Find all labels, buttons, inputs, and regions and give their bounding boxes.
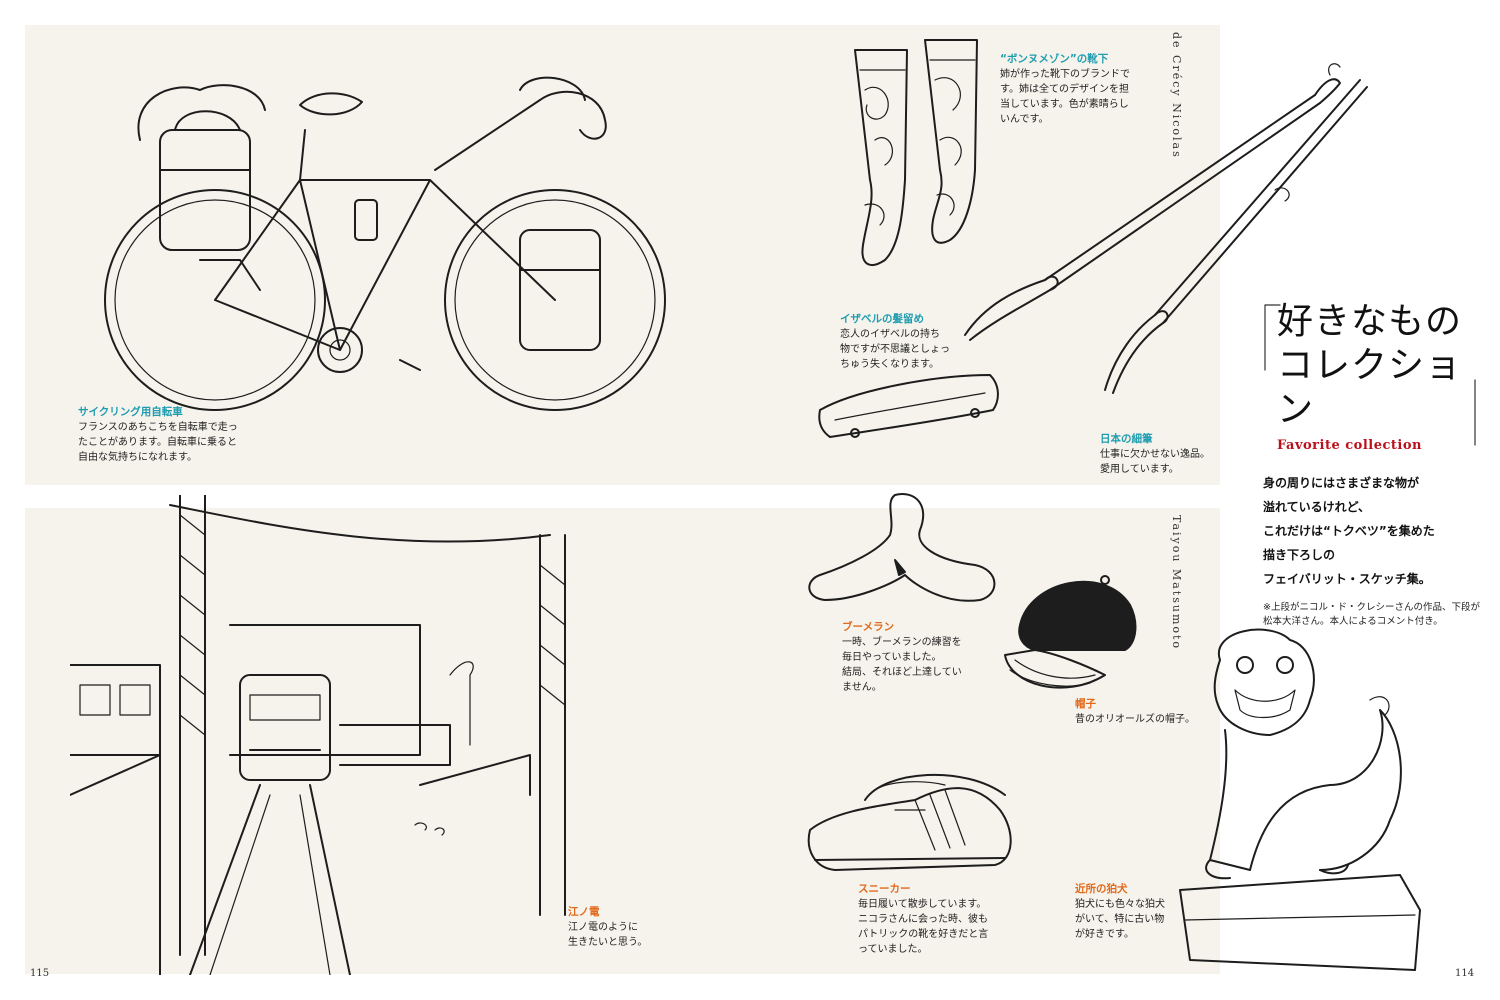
intro-text: 身の周りにはさまざまな物が 溢れているけれど、 これだけは“トクベツ”を集めた …: [1263, 471, 1485, 591]
caption-title: イザベルの髪留め: [840, 313, 924, 325]
bicycle-caption: サイクリング用自転車 フランスのあちこちを自転車で走っ たことがあります。自転車…: [78, 405, 238, 465]
socks-caption: “ボンヌメゾン”の靴下 姉が作った靴下のブランドで す。姉は全てのデザインを担 …: [1000, 52, 1130, 127]
title-block: 好きなもの コレクション Favorite collection 身の周りにはさ…: [1245, 300, 1485, 629]
caption-title: “ボンヌメゾン”の靴下: [1000, 53, 1109, 65]
artist-name-top: de Crécy Nicolas: [1170, 32, 1183, 159]
caption-line: フランスのあちこちを自転車で走っ: [78, 422, 238, 433]
cap-caption: 帽子 昔のオリオールズの帽子。: [1075, 697, 1195, 727]
socks-illustration: [854, 39, 978, 266]
page-number-right: 114: [1455, 968, 1475, 979]
caption-line: パトリックの靴を好きだと言: [858, 929, 989, 940]
bicycle-illustration: [104, 76, 666, 411]
sneaker-illustration: [807, 773, 1012, 871]
boomerang-illustration: [808, 493, 996, 602]
brush-caption: 日本の細筆 仕事に欠かせない逸品。 愛用しています。: [1100, 432, 1210, 477]
page-number-left: 115: [30, 968, 50, 979]
intro-line: 描き下ろしの: [1263, 548, 1336, 562]
title-line: 好きなもの: [1277, 301, 1463, 342]
caption-title: 江ノ電: [568, 906, 600, 918]
caption-line: 当しています。色が素晴らし: [1000, 99, 1129, 110]
sneaker-caption: スニーカー 毎日履いて散歩しています。 ニコラさんに会った時、彼も パトリックの…: [858, 882, 988, 957]
baseball-cap-illustration: [1004, 575, 1137, 689]
caption-line: 毎日履いて散歩しています。: [858, 899, 987, 910]
enoden-train-illustration: [70, 495, 566, 975]
artist-name-line: de Crécy: [1170, 32, 1183, 98]
caption-line: ません。: [842, 682, 882, 693]
caption-title: スニーカー: [858, 883, 911, 895]
brushes-illustration: [964, 63, 1368, 394]
intro-line: 溢れているけれど、: [1263, 500, 1371, 514]
caption-line: 昔のオリオールズの帽子。: [1075, 714, 1195, 725]
bottom-panel: [25, 508, 1220, 974]
caption-line: 仕事に欠かせない逸品。: [1100, 449, 1210, 460]
artist-name-bottom: Taiyou Matsumoto: [1170, 515, 1183, 650]
caption-line: 江ノ電のように: [568, 922, 638, 933]
caption-title: サイクリング用自転車: [78, 406, 183, 418]
note-text: ※上段がニコル・ド・クレシーさんの作品、下段が 松本大洋さん。本人によるコメント…: [1263, 601, 1485, 629]
komainu-lion-dog-illustration: [1179, 628, 1421, 971]
intro-line: フェイバリット・スケッチ集。: [1263, 572, 1431, 586]
caption-line: 狛犬にも色々な狛犬: [1075, 899, 1165, 910]
komainu-caption: 近所の狛犬 狛犬にも色々な狛犬 がいて、特に古い物 が好きです。: [1075, 882, 1165, 942]
caption-line: いんです。: [1000, 114, 1049, 125]
page-subtitle: Favorite collection: [1277, 438, 1422, 453]
caption-line: 一時、ブーメランの練習を: [842, 637, 962, 648]
title-bracket-decoration: [1264, 304, 1476, 446]
caption-title: 帽子: [1075, 698, 1096, 710]
artist-name-line: Taiyou: [1170, 515, 1183, 564]
caption-line: 自由な気持ちになれます。: [78, 452, 197, 463]
boomerang-caption: ブーメラン 一時、ブーメランの練習を 毎日やっていました。 結局、それほど上達し…: [842, 620, 962, 695]
caption-line: 恋人のイザベルの持ち: [840, 329, 940, 340]
intro-line: これだけは“トクベツ”を集めた: [1263, 524, 1435, 538]
title-line: コレクション: [1277, 345, 1463, 430]
caption-line: ちゅう失くなります。: [840, 359, 939, 370]
caption-title: 日本の細筆: [1100, 433, 1153, 445]
hairclip-caption: イザベルの髪留め 恋人のイザベルの持ち 物ですが不思議としょっ ちゅう失くなりま…: [840, 312, 950, 372]
caption-title: 近所の狛犬: [1075, 883, 1128, 895]
caption-line: 結局、それほど上達してい: [842, 667, 962, 678]
page-title: 好きなもの コレクション: [1277, 300, 1485, 432]
enoden-caption: 江ノ電 江ノ電のように 生きたいと思う。: [568, 905, 647, 950]
note-line: 松本大洋さん。本人によるコメント付き。: [1263, 616, 1443, 627]
caption-line: 生きたいと思う。: [568, 937, 648, 948]
top-panel: [25, 25, 1220, 485]
caption-line: 姉が作った靴下のブランドで: [1000, 69, 1130, 80]
caption-line: たことがあります。自転車に乗ると: [78, 437, 237, 448]
artist-name-line: Nicolas: [1170, 103, 1183, 159]
caption-title: ブーメラン: [842, 621, 895, 633]
artist-name-line: Matsumoto: [1170, 568, 1183, 651]
intro-line: 身の周りにはさまざまな物が: [1263, 476, 1420, 490]
note-line: ※上段がニコル・ド・クレシーさんの作品、下段が: [1263, 602, 1480, 613]
caption-line: が好きです。: [1075, 929, 1134, 940]
caption-line: ニコラさんに会った時、彼も: [858, 914, 988, 925]
hairclip-illustration: [818, 374, 999, 438]
caption-line: 愛用しています。: [1100, 464, 1179, 475]
caption-line: す。姉は全てのデザインを担: [1000, 84, 1129, 95]
caption-line: がいて、特に古い物: [1075, 914, 1165, 925]
caption-line: 毎日やっていました。: [842, 652, 942, 663]
caption-line: っていました。: [858, 944, 928, 955]
caption-line: 物ですが不思議としょっ: [840, 344, 950, 355]
